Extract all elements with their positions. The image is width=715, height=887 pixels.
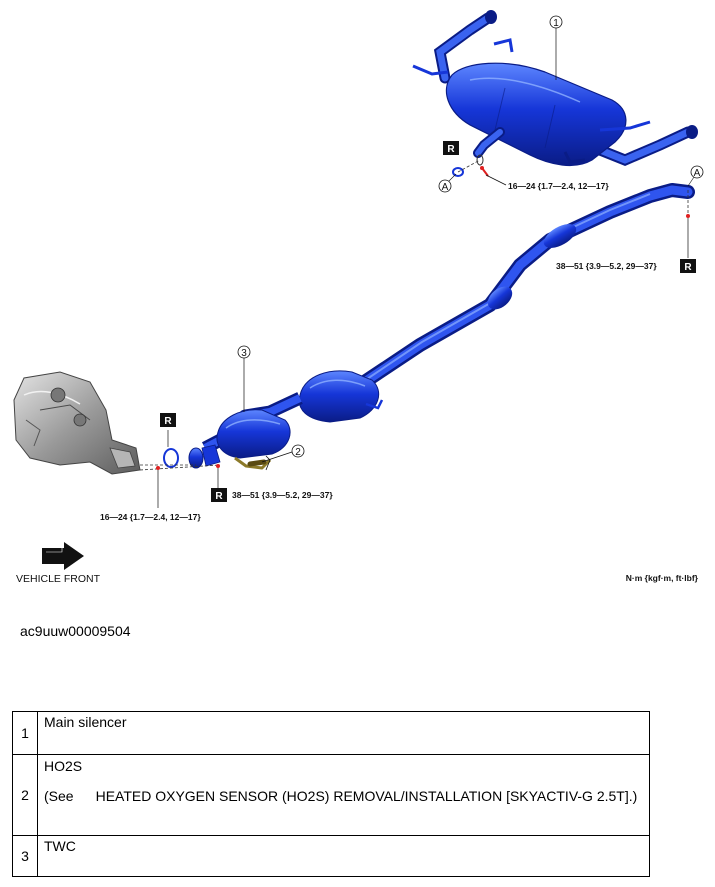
reference-mark-top: A (438, 173, 457, 193)
callout-2: 2 (261, 444, 305, 463)
replace-mark-rear: R (680, 259, 696, 273)
ho2s-sensor (234, 455, 272, 471)
svg-text:R: R (447, 144, 455, 155)
svg-text:A: A (694, 168, 701, 179)
replace-mark-silencer: R (443, 141, 459, 155)
svg-text:R: R (215, 491, 223, 502)
torque-spec-manifold: 16—24 {1.7—2.4, 12—17} (100, 512, 201, 522)
legend-number: 3 (12, 835, 38, 877)
front-joint-hardware (139, 430, 221, 508)
figure-id: ac9uuw00009504 (20, 623, 131, 639)
legend-number: 1 (12, 711, 38, 755)
replace-mark-gasket: R (160, 413, 176, 427)
legend-see-link[interactable]: HEATED OXYGEN SENSOR (HO2S) REMOVAL/INST… (95, 788, 638, 804)
svg-text:1: 1 (553, 18, 559, 29)
svg-text:2: 2 (295, 447, 301, 458)
legend-number: 2 (12, 754, 38, 836)
legend-description: Main silencer (37, 711, 650, 755)
svg-text:R: R (684, 262, 692, 273)
exhaust-system-diagram: R A 16—24 {1.7—2.4, 12—17} 1 A 38—51 {3. (13, 10, 704, 585)
reference-mark-right: A (687, 165, 704, 187)
legend-row: 2 HO2S (See HEATED OXYGEN SENSOR (HO2S) R… (12, 754, 650, 836)
main-silencer (412, 10, 698, 166)
legend-description: HO2S (See HEATED OXYGEN SENSOR (HO2S) REM… (37, 754, 650, 836)
legend-reference: (See HEATED OXYGEN SENSOR (HO2S) REMOVAL/… (44, 788, 643, 804)
legend-description: TWC (37, 835, 650, 877)
svg-text:3: 3 (241, 348, 247, 359)
twc (188, 392, 303, 469)
rear-joint-hardware (686, 190, 690, 258)
callout-3: 3 (237, 345, 251, 412)
torque-spec-silencer: 16—24 {1.7—2.4, 12—17} (508, 181, 609, 191)
legend-row: 3 TWC (12, 835, 650, 877)
torque-spec-front: 38—51 {3.9—5.2, 29—37} (232, 490, 333, 500)
legend-table: 1 Main silencer 2 HO2S (See HEATED OXYGEN… (12, 711, 650, 877)
legend-see-prefix: (See (44, 788, 74, 804)
torque-spec-rear: 38—51 {3.9—5.2, 29—37} (556, 261, 657, 271)
callout-1: 1 (549, 15, 563, 80)
legend-name: HO2S (44, 758, 83, 774)
vehicle-front-arrow (42, 542, 84, 570)
svg-text:A: A (442, 182, 449, 193)
vehicle-front-label: VEHICLE FRONT (16, 573, 101, 585)
silencer-gasket (452, 154, 507, 186)
replace-mark-front: R (211, 488, 227, 502)
middle-pipe (298, 183, 695, 423)
svg-text:R: R (164, 416, 172, 427)
exhaust-manifold (13, 371, 141, 475)
units-label: N·m {kgf·m, ft·lbf} (626, 573, 699, 583)
legend-row: 1 Main silencer (12, 711, 650, 755)
